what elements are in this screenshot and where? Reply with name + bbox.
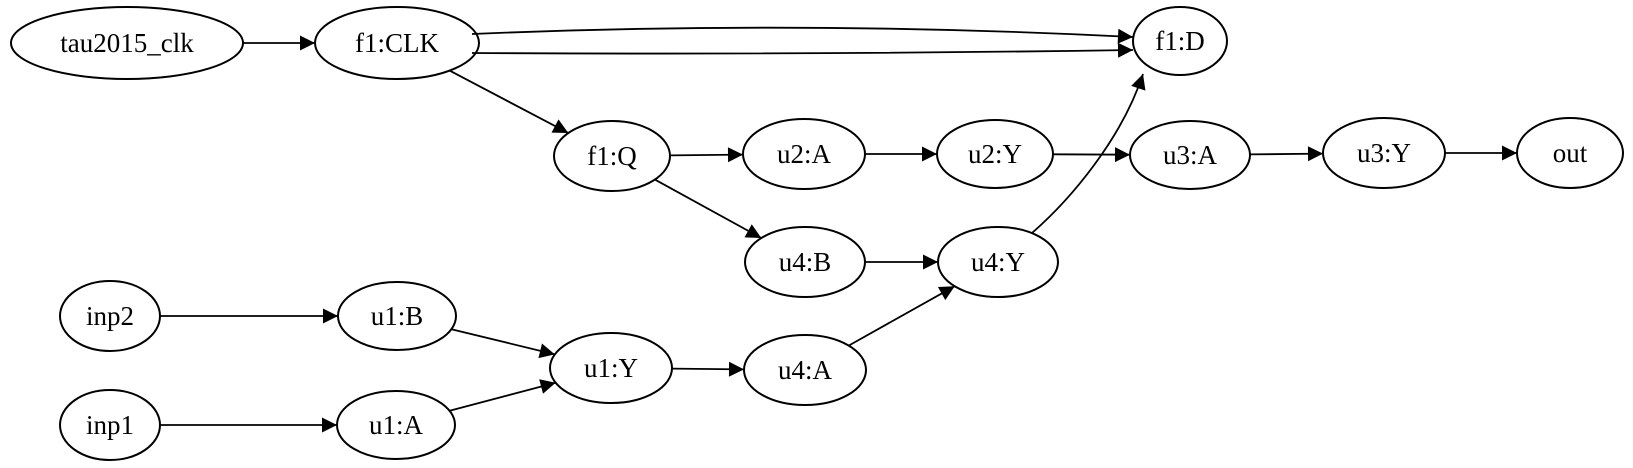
edge-u1-a-to-u1-y — [449, 379, 556, 412]
node-ellipse-u1-y — [549, 332, 673, 404]
edge-f1-clk-to-f1-q — [449, 69, 569, 134]
node-label-inp1: inp1 — [86, 410, 134, 440]
node-f1-d: f1:D — [1132, 6, 1228, 76]
node-label-u4-b: u4:B — [779, 247, 832, 277]
node-u4-y: u4:Y — [937, 226, 1059, 298]
edge-u4-a-to-u4-y — [848, 285, 956, 347]
node-label-f1-q: f1:Q — [587, 141, 637, 171]
node-inp1: inp1 — [59, 389, 161, 461]
edge-u4-y-to-f1-d — [1031, 73, 1146, 234]
edge-u3-a-to-u3-y — [1249, 146, 1324, 162]
node-label-u1-y: u1:Y — [584, 353, 638, 383]
node-label-u4-y: u4:Y — [971, 247, 1025, 277]
edge-u1-y-to-u4-a — [671, 361, 745, 377]
node-f1-clk: f1:CLK — [314, 6, 480, 80]
node-tau2015-clk: tau2015_clk — [10, 6, 244, 80]
node-u2-a: u2:A — [742, 118, 866, 190]
node-label-tau2015-clk: tau2015_clk — [60, 28, 194, 58]
node-u1-y: u1:Y — [549, 332, 673, 404]
node-label-u4-a: u4:A — [778, 355, 833, 385]
node-label-u1-a: u1:A — [369, 410, 424, 440]
node-label-f1-clk: f1:CLK — [355, 28, 439, 58]
node-f1-q: f1:Q — [553, 120, 671, 192]
node-u4-b: u4:B — [744, 226, 866, 298]
node-ellipse-u3-a — [1129, 120, 1251, 190]
node-label-f1-d: f1:D — [1155, 26, 1205, 56]
node-u2-y: u2:Y — [936, 119, 1054, 189]
node-u1-a: u1:A — [336, 390, 456, 460]
node-out: out — [1516, 117, 1624, 189]
node-label-inp2: inp2 — [86, 301, 134, 331]
edge-f1-clk-to-f1-d — [471, 26, 1134, 44]
node-label-u1-b: u1:B — [371, 301, 424, 331]
node-label-u2-y: u2:Y — [968, 139, 1022, 169]
node-label-u3-y: u3:Y — [1357, 138, 1411, 168]
edge-f1-q-to-u2-a — [669, 147, 744, 163]
edge-f1-clk-to-f1-d — [471, 42, 1134, 58]
node-label-out: out — [1553, 138, 1588, 168]
edge-u1-b-to-u1-y — [451, 328, 556, 359]
node-label-u3-a: u3:A — [1163, 140, 1218, 170]
node-ellipse-f1-q — [553, 120, 671, 192]
node-label-u2-a: u2:A — [777, 139, 832, 169]
node-u4-a: u4:A — [743, 334, 867, 406]
node-inp2: inp2 — [59, 280, 161, 352]
edge-f1-q-to-u4-b — [654, 178, 762, 239]
node-u3-y: u3:Y — [1322, 117, 1446, 189]
node-u1-b: u1:B — [337, 281, 457, 351]
node-u3-a: u3:A — [1129, 120, 1251, 190]
